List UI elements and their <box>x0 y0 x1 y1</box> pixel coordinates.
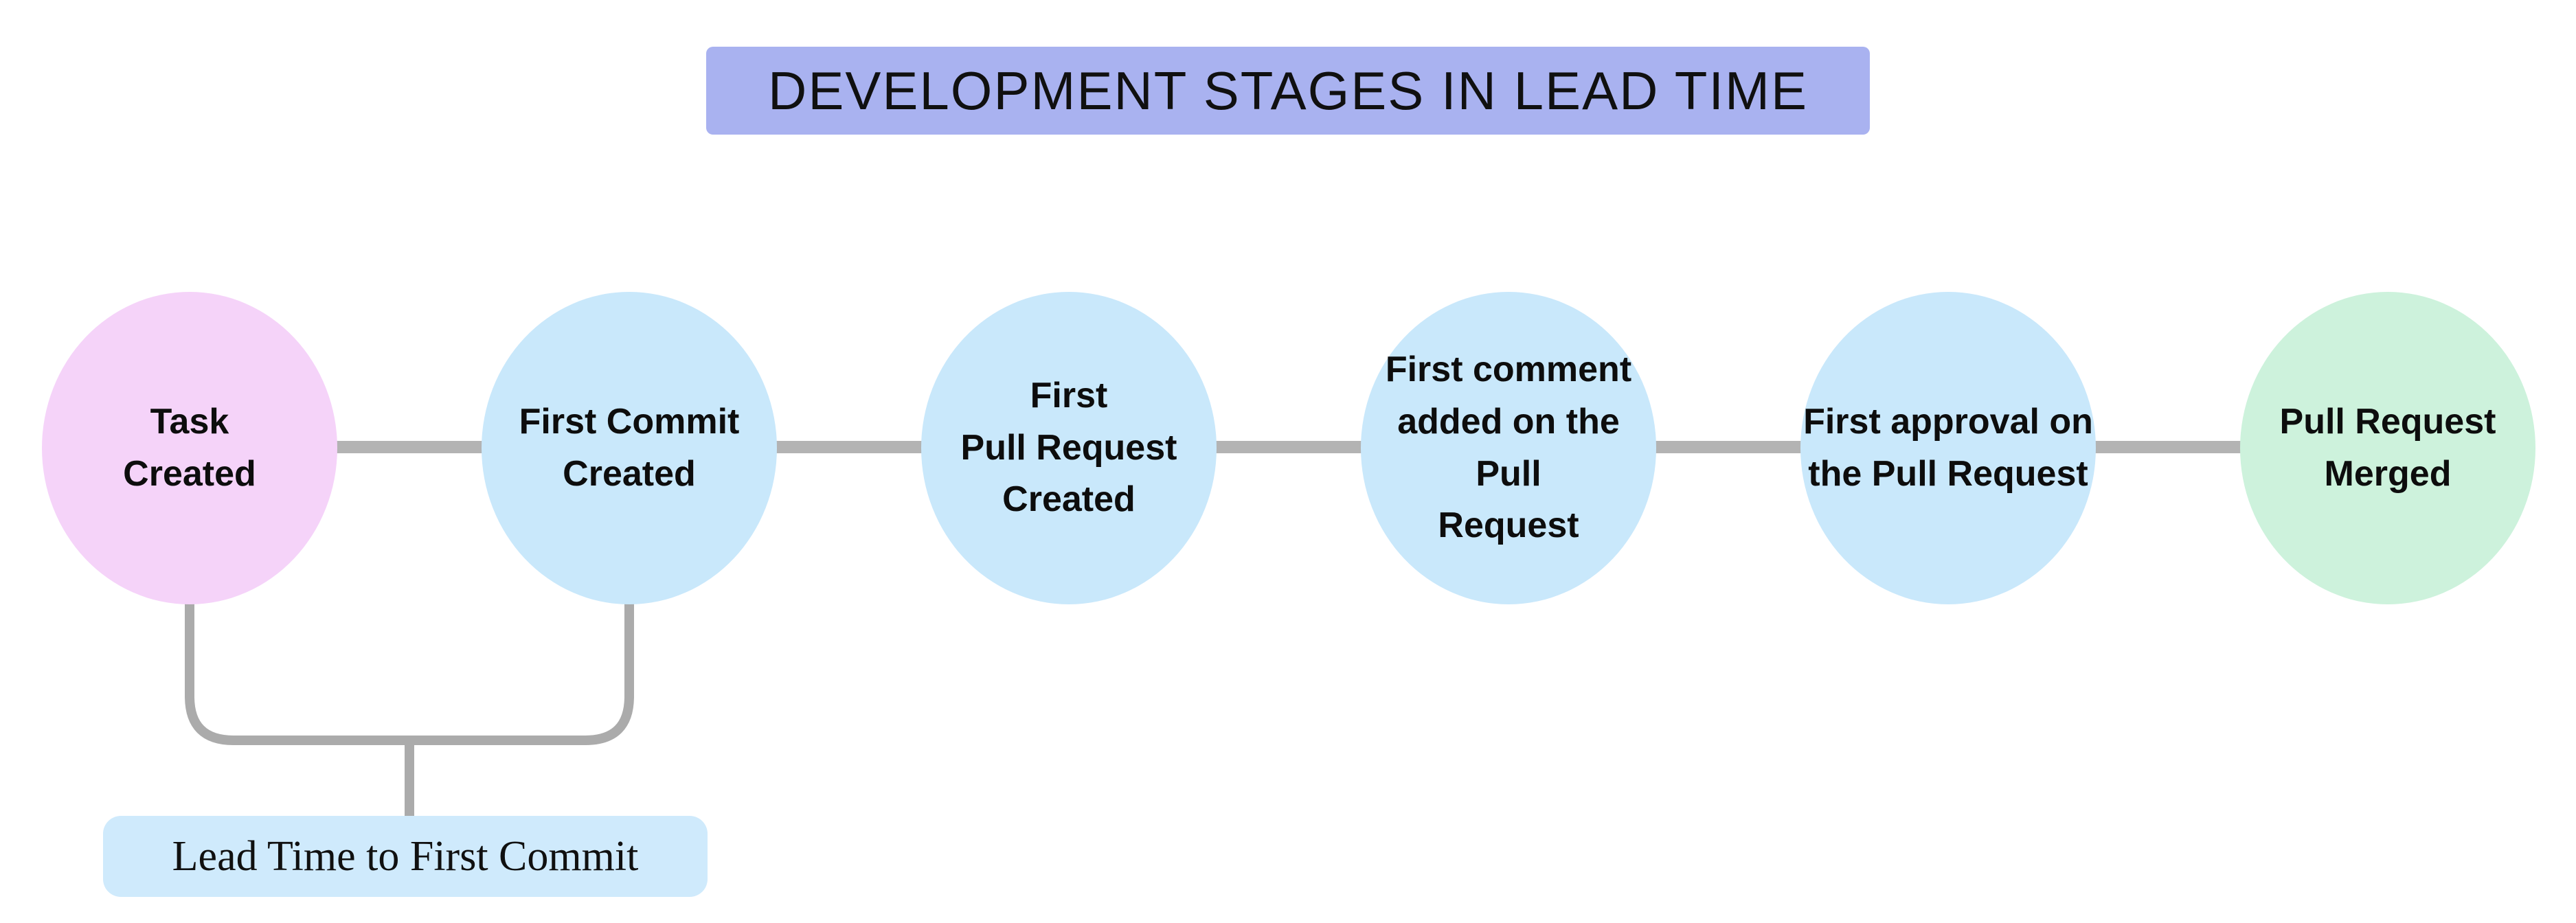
lead-time-bracket-path <box>185 602 634 819</box>
lead-time-annotation-text: Lead Time to First Commit <box>172 832 639 880</box>
connector-line-5 <box>2086 441 2250 453</box>
stage-task-created: Task Created <box>42 292 337 604</box>
diagram-title-banner: DEVELOPMENT STAGES IN LEAD TIME <box>705 47 1871 135</box>
stage-first-comment: First comment added on the Pull Request <box>1361 292 1656 604</box>
stage-label: First Commit Created <box>519 401 740 494</box>
stage-label: Pull Request Merged <box>2279 401 2496 494</box>
diagram-title-text: DEVELOPMENT STAGES IN LEAD TIME <box>767 60 1809 121</box>
stage-first-commit: First Commit Created <box>482 292 777 604</box>
stage-label: First comment added on the Pull Request <box>1385 349 1632 546</box>
stage-label: Task Created <box>123 401 256 494</box>
connector-line-1 <box>327 441 492 453</box>
stage-pull-request-merged: Pull Request Merged <box>2240 292 2535 604</box>
connector-line-3 <box>1206 441 1371 453</box>
connector-line-4 <box>1646 441 1811 453</box>
stage-first-approval: First approval on the Pull Request <box>1800 292 2096 604</box>
stage-label: First approval on the Pull Request <box>1803 401 2093 494</box>
stage-first-pull-request: First Pull Request Created <box>921 292 1217 604</box>
connector-line-2 <box>767 441 931 453</box>
lead-time-annotation: Lead Time to First Commit <box>103 816 708 897</box>
stage-label: First Pull Request Created <box>960 375 1177 520</box>
